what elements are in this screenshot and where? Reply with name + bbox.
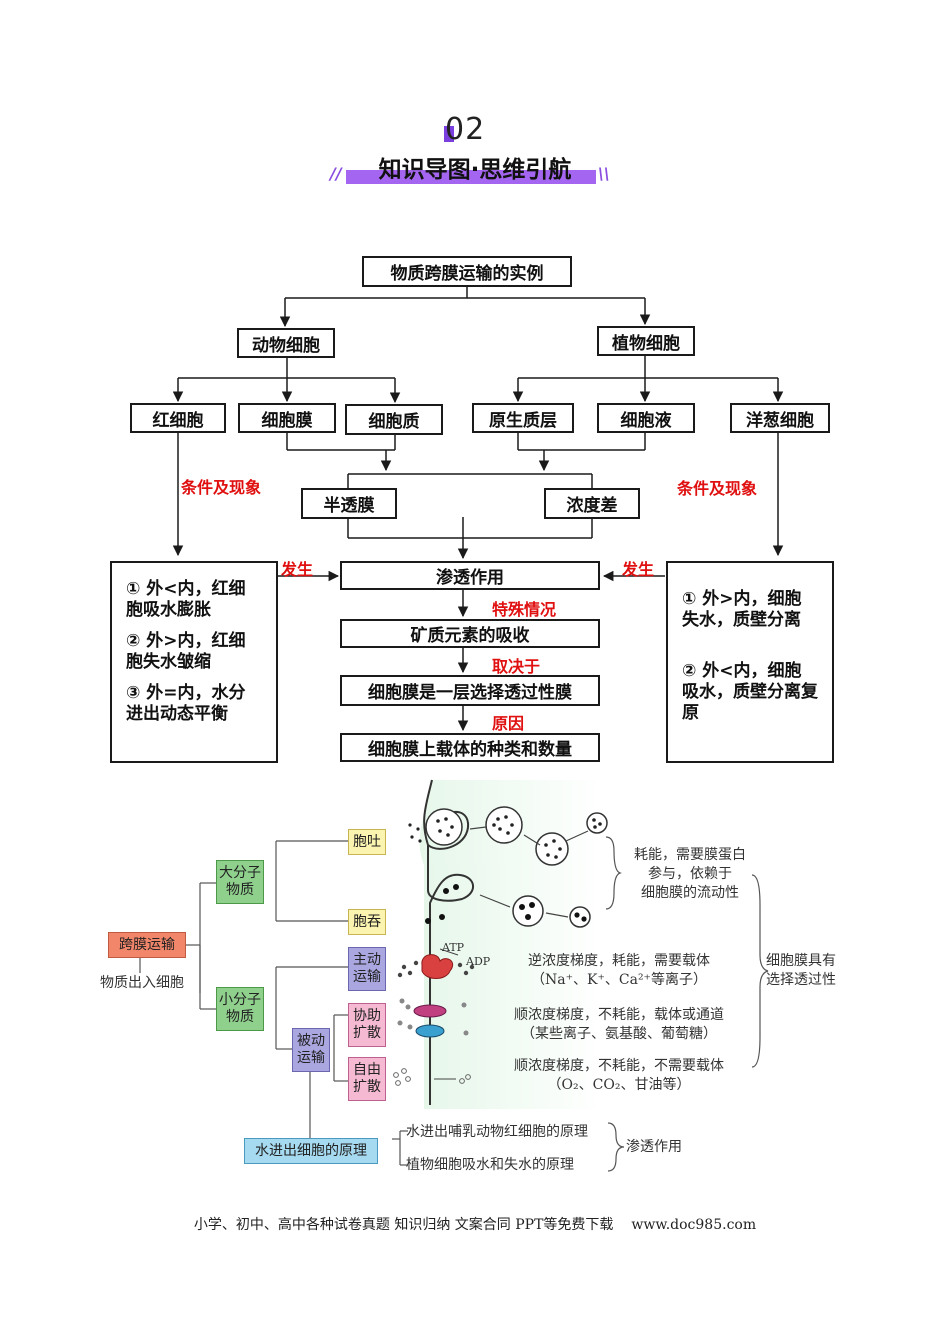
flowchart-connectors: [172, 285, 784, 732]
title-deco-left: //: [330, 164, 342, 183]
selective-permeability-note: 细胞膜具有 选择透过性: [766, 952, 836, 990]
transport-diagram-graphics: [139, 779, 769, 1172]
footer: 小学、初中、高中各种试卷真题 知识归纳 文案合同 PPT等免费下载 www.doc…: [0, 1214, 950, 1234]
transmembrane-transport-box: 跨膜运输: [108, 932, 186, 958]
selective-note-line-2: 选择透过性: [766, 972, 836, 988]
small-molecule-box: 小分子物质: [216, 987, 264, 1031]
bulk-transport-note: 耗能，需要膜蛋白 参与，依赖于 细胞膜的流动性: [620, 846, 760, 903]
page-title: 知识导图·思维引航: [378, 157, 572, 183]
label-depends-on: 取决于: [492, 657, 541, 676]
root-box: 物质跨膜运输的实例: [362, 256, 572, 287]
water-rbc-principle: 水进出哺乳动物红细胞的原理: [406, 1124, 588, 1140]
water-plant-principle: 植物细胞吸水和失水的原理: [406, 1157, 574, 1173]
adp-label: ADP: [466, 955, 491, 968]
exocytosis-box: 胞吐: [348, 829, 386, 855]
label-conditions-left: 条件及现象: [181, 478, 262, 497]
free-diffusion-note: 顺浓度梯度，不耗能，不需要载体 （O₂、CO₂、甘油等）: [496, 1057, 742, 1095]
red-cell-conditions-box: ① 外<内，红细胞吸水膨胀 ② 外>内，红细胞失水皱缩 ③ 外=内，水分进出动态…: [110, 561, 278, 763]
free-diffusion-box: 自由扩散: [348, 1057, 386, 1101]
macromolecule-box: 大分子物质: [216, 860, 264, 904]
semi-membrane-box: 半透膜: [301, 488, 397, 519]
selective-note-line-1: 细胞膜具有: [766, 953, 836, 969]
label-occur-left: 发生: [281, 560, 314, 579]
free-note-line-1: 顺浓度梯度，不耗能，不需要载体: [514, 1058, 724, 1074]
label-reason: 原因: [492, 714, 525, 733]
title-deco-right: \\: [598, 164, 610, 183]
section-number: 02: [445, 112, 486, 147]
osmosis-note: 渗透作用: [626, 1139, 682, 1155]
bulk-note-line-1: 耗能，需要膜蛋白: [634, 847, 746, 863]
selective-membrane-box: 细胞膜是一层选择透过性膜: [340, 675, 600, 706]
cell-sap-box: 细胞液: [597, 403, 695, 433]
cytoplasm-box: 细胞质: [345, 404, 443, 435]
facilitated-diffusion-note: 顺浓度梯度，不耗能，载体或通道 （某些离子、氨基酸、葡萄糖）: [496, 1006, 742, 1044]
bulk-note-line-2: 参与，依赖于: [648, 866, 732, 882]
cell-membrane-box: 细胞膜: [238, 403, 336, 433]
mineral-absorption-box: 矿质元素的吸收: [340, 619, 600, 648]
facil-note-line-1: 顺浓度梯度，不耗能，载体或通道: [514, 1007, 724, 1023]
onion-cell-conditions-box: ① 外>内，细胞失水，质壁分离 ② 外<内，细胞吸水，质壁分离复原: [666, 561, 834, 763]
onion-cell-condition-2: ② 外<内，细胞吸水，质壁分离复原: [682, 661, 818, 723]
onion-cell-condition-1: ① 外>内，细胞失水，质壁分离: [682, 589, 802, 630]
red-cell-condition-1: ① 外<内，红细胞吸水膨胀: [126, 579, 246, 620]
substance-in-out-label: 物质出入细胞: [100, 975, 184, 991]
animal-cell-box: 动物细胞: [237, 328, 335, 358]
red-cell-condition-2: ② 外>内，红细胞失水皱缩: [126, 631, 246, 672]
active-note-line-1: 逆浓度梯度，耗能，需要载体: [528, 953, 710, 969]
facilitated-diffusion-box: 协助扩散: [348, 1003, 386, 1047]
plant-cell-box: 植物细胞: [597, 326, 695, 356]
red-cell-condition-3: ③ 外=内，水分进出动态平衡: [126, 683, 246, 724]
osmosis-box: 渗透作用: [340, 561, 600, 590]
label-special-case: 特殊情况: [492, 600, 557, 619]
footer-text: 小学、初中、高中各种试卷真题 知识归纳 文案合同 PPT等免费下载: [193, 1217, 614, 1233]
label-occur-right: 发生: [622, 560, 655, 579]
bulk-note-line-3: 细胞膜的流动性: [641, 885, 739, 901]
atp-label: ATP: [442, 941, 465, 954]
label-conditions-right: 条件及现象: [677, 479, 758, 498]
active-note-line-2: （Na⁺、K⁺、Ca²⁺等离子）: [531, 972, 707, 988]
endocytosis-box: 胞吞: [348, 909, 386, 935]
footer-site-link[interactable]: www.doc985.com: [631, 1217, 757, 1233]
section-number-accent: [444, 126, 454, 142]
facil-note-line-2: （某些离子、氨基酸、葡萄糖）: [521, 1026, 717, 1042]
carrier-box: 细胞膜上载体的种类和数量: [340, 733, 600, 762]
title-highlight-band: [346, 170, 596, 184]
passive-transport-box: 被动运输: [292, 1028, 330, 1072]
conc-diff-box: 浓度差: [544, 488, 640, 519]
protoplast-layer-box: 原生质层: [472, 403, 574, 433]
free-note-line-2: （O₂、CO₂、甘油等）: [547, 1077, 691, 1093]
active-transport-note: 逆浓度梯度，耗能，需要载体 （Na⁺、K⁺、Ca²⁺等离子）: [496, 952, 742, 990]
water-principle-box: 水进出细胞的原理: [244, 1138, 378, 1164]
red-cell-box: 红细胞: [130, 403, 226, 433]
onion-cell-box: 洋葱细胞: [730, 403, 830, 433]
active-transport-box: 主动运输: [348, 947, 386, 991]
